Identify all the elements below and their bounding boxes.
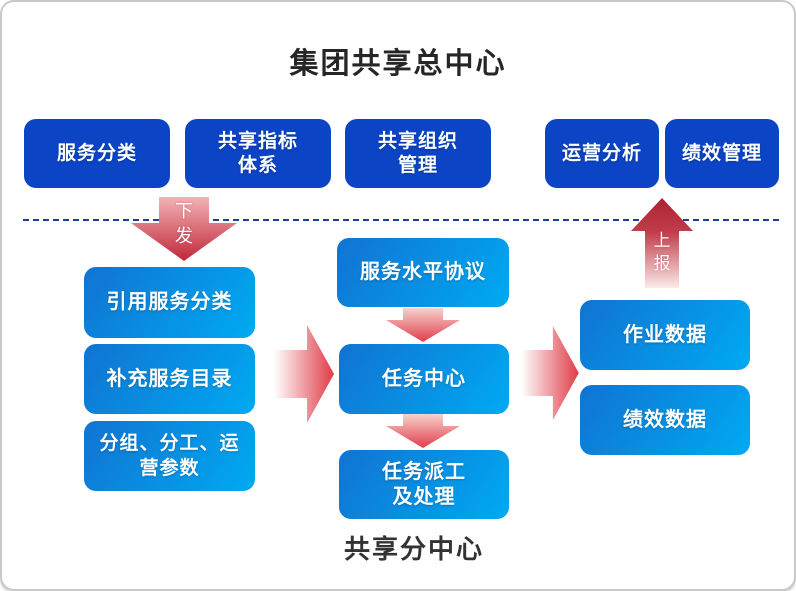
branch-box-grouping-division-params: 分组、分工、运 营参数	[84, 421, 255, 491]
report-up-arrow	[631, 198, 693, 288]
branch-box-task-dispatch-handling: 任务派工 及处理	[339, 450, 509, 519]
hq-box-service-classification: 服务分类	[24, 119, 170, 188]
hq-box-shared-indicator-system: 共享指标 体系	[185, 119, 331, 188]
arrow-task-center-to-dispatch	[386, 414, 460, 448]
headquarters-title: 集团共享总中心	[289, 48, 507, 80]
branch-box-performance-data: 绩效数据	[580, 385, 750, 455]
branch-box-task-center: 任务中心	[339, 344, 509, 414]
branch-title: 共享分中心	[343, 534, 484, 564]
hq-box-operation-analysis: 运营分析	[545, 119, 659, 188]
boundary-dashed-line	[23, 219, 779, 221]
dispatch-down-arrow	[131, 197, 237, 261]
branch-box-service-level-agreement: 服务水平协议	[337, 238, 509, 307]
branch-box-quote-service-classification: 引用服务分类	[84, 267, 255, 338]
branch-box-supplement-service-catalog: 补充服务目录	[84, 344, 255, 414]
hq-box-performance-management: 绩效管理	[665, 119, 779, 188]
flow-arrow-left-to-center	[274, 325, 334, 423]
branch-box-work-data: 作业数据	[580, 300, 750, 370]
flow-arrow-center-to-right	[521, 326, 579, 420]
report-arrow-label: 上 报	[653, 231, 671, 273]
hq-box-shared-org-management: 共享组织 管理	[345, 119, 491, 188]
arrow-sla-to-task-center	[386, 308, 460, 342]
dispatch-arrow-label: 下 发	[175, 201, 193, 246]
